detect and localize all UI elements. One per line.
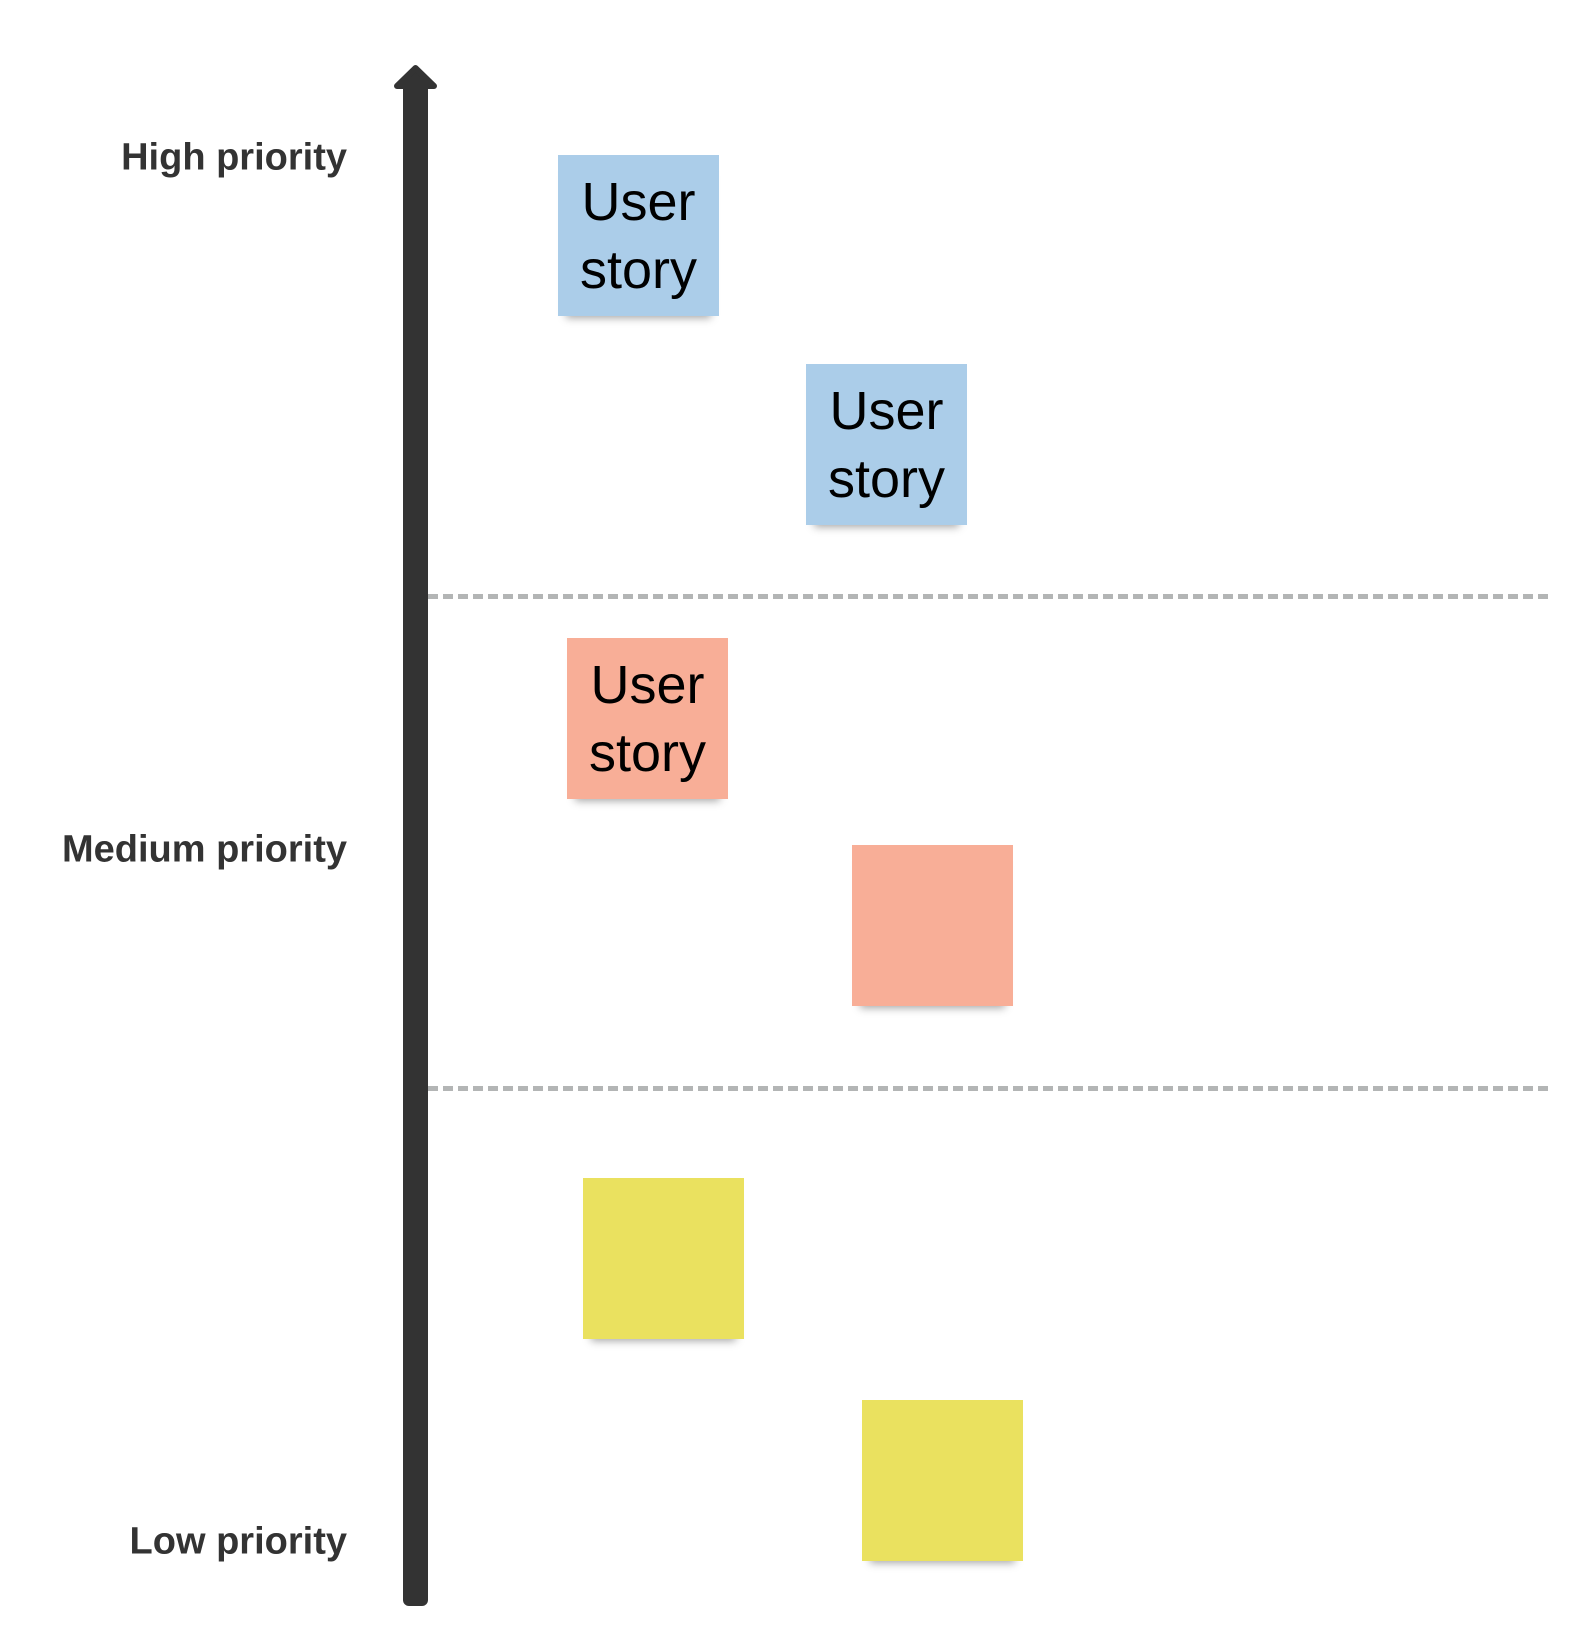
- sticky-note[interactable]: [852, 845, 1013, 1006]
- low-priority-label: Low priority: [129, 1520, 347, 1563]
- medium-priority-label: Medium priority: [61, 828, 347, 871]
- sticky-note[interactable]: [862, 1400, 1023, 1561]
- high-priority-label: High priority: [121, 136, 347, 179]
- sticky-note[interactable]: User story: [567, 638, 728, 799]
- note-text: User story: [827, 380, 946, 509]
- note-text: User story: [588, 654, 707, 783]
- note-text: User story: [579, 171, 698, 300]
- sticky-note[interactable]: User story: [558, 155, 719, 316]
- priority-axis: [403, 80, 428, 1606]
- sticky-note[interactable]: User story: [806, 364, 967, 525]
- divider-high-medium: [428, 594, 1548, 599]
- sticky-note[interactable]: [583, 1178, 744, 1339]
- divider-medium-low: [428, 1086, 1548, 1091]
